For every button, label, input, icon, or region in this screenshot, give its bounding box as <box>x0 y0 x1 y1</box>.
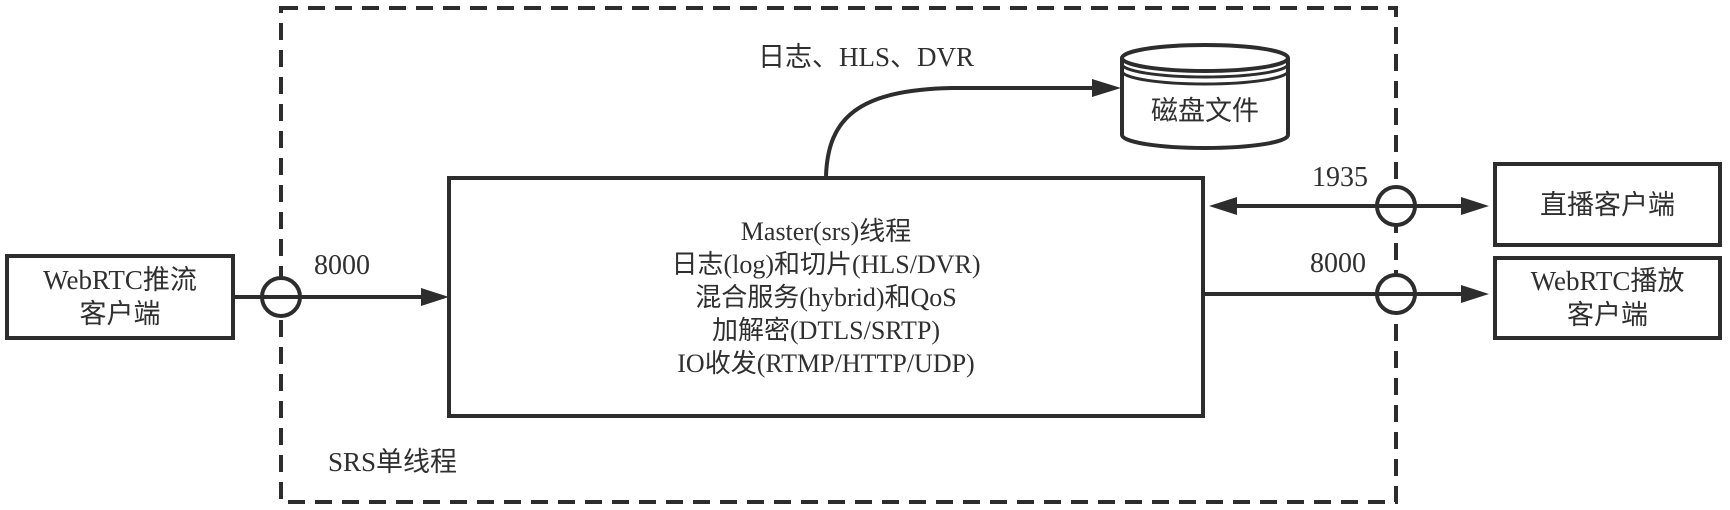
disk-cylinder-icon <box>1120 43 1290 150</box>
master-line-title: Master(srs)线程 <box>740 216 912 246</box>
master-thread-box: Master(srs)线程 日志(log)和切片(HLS/DVR) 混合服务(h… <box>447 176 1205 418</box>
disk-cylinder-rim-line-2 <box>1120 70 1290 86</box>
live-arrowhead-right <box>1461 197 1489 215</box>
live-client-label: 直播客户端 <box>1540 189 1675 220</box>
boundary-label: SRS单线程 <box>328 447 458 477</box>
webrtc-publisher-box: WebRTC推流 客户端 <box>5 254 235 340</box>
webrtc-player-box: WebRTC播放 客户端 <box>1493 256 1722 340</box>
live-bidirectional-arrow <box>1209 197 1489 215</box>
publish-port-label: 8000 <box>314 250 370 281</box>
webrtc-play-arrow <box>1205 285 1489 303</box>
master-line-dtls-srtp: 加解密(DTLS/SRTP) <box>711 315 941 345</box>
disk-cylinder-top <box>1120 43 1290 73</box>
publish-arrowhead <box>421 288 449 306</box>
webrtc-publisher-label-line2: 客户端 <box>79 299 161 329</box>
disk-write-label: 日志、HLS、DVR <box>757 42 975 72</box>
master-line-io: IO收发(RTMP/HTTP/UDP) <box>677 348 975 378</box>
live-arrowhead-left <box>1209 197 1237 215</box>
master-line-hybrid-qos: 混合服务(hybrid)和QoS <box>695 282 957 312</box>
disk-write-arrow <box>824 86 1092 177</box>
disk-cylinder-rim-line-1 <box>1120 63 1290 79</box>
live-port-label: 1935 <box>1312 162 1368 193</box>
disk-write-arrowhead <box>1092 79 1121 97</box>
webrtc-publisher-label-line1: WebRTC推流 <box>43 265 197 295</box>
webrtc-player-label-line1: WebRTC播放 <box>1530 266 1685 296</box>
play-port-label: 8000 <box>1310 248 1366 279</box>
publish-arrow <box>235 288 449 306</box>
master-line-log-hls-dvr: 日志(log)和切片(HLS/DVR) <box>671 249 981 279</box>
disk-label: 磁盘文件 <box>1151 96 1259 126</box>
webrtc-player-label-line2: 客户端 <box>1567 300 1648 330</box>
webrtc-play-arrowhead <box>1461 285 1489 303</box>
disk-cylinder-body <box>1120 58 1290 150</box>
live-client-box: 直播客户端 <box>1493 162 1722 247</box>
srs-boundary-dashed-border <box>279 6 1398 504</box>
